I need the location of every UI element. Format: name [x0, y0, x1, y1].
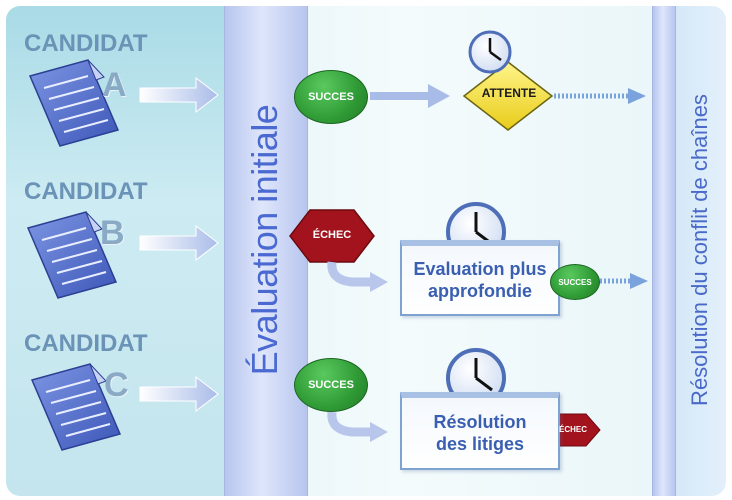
evaluation-approfondie-line-1: Evaluation plus: [413, 259, 547, 279]
document-icon-c: [30, 363, 122, 451]
candidate-b-letter: B: [100, 214, 125, 252]
curved-arrow-b: [327, 261, 388, 292]
echec-label-b: ÉCHEC: [312, 229, 352, 241]
document-icon-b: [26, 211, 118, 299]
resolution-litiges-line-1: Résolution: [433, 412, 527, 432]
attente-diamond: [462, 61, 554, 131]
arrow-c-to-evaluation: [139, 375, 219, 413]
arrow-a-to-evaluation: [139, 76, 219, 114]
candidate-a-label: CANDIDAT: [24, 30, 148, 57]
arrow-b-to-evaluation: [139, 224, 219, 262]
succes-badge-a: SUCCES: [294, 70, 368, 124]
curved-arrow-c: [327, 411, 388, 442]
arrow-succes-to-attente: [370, 84, 450, 108]
succes-badge-b: SUCCES: [550, 264, 600, 300]
resolution-litiges-line-2: des litiges: [435, 434, 525, 454]
evaluation-approfondie-line-2: approfondie: [428, 281, 532, 301]
succes-badge-c: SUCCES: [294, 358, 368, 412]
candidate-b-label: CANDIDAT: [24, 178, 148, 205]
dotted-arrow-b: [600, 273, 648, 289]
candidate-c-letter: C: [104, 366, 129, 404]
initial-evaluation-band: [224, 6, 308, 496]
candidate-c-label: CANDIDAT: [24, 330, 148, 357]
attente-label: ATTENTE: [481, 86, 537, 100]
clock-icon-attente: [468, 30, 512, 74]
chain-conflict-band: [652, 6, 676, 496]
evaluation-approfondie-box: Evaluation plus approfondie: [400, 240, 560, 316]
echec-label-c: ÉCHEC: [558, 425, 587, 434]
echec-hexagon-b: [289, 209, 375, 263]
dotted-arrow-a: [554, 88, 646, 104]
candidate-a-letter: A: [102, 66, 127, 104]
document-icon-a: [28, 59, 120, 147]
resolution-litiges-box: Résolution des litiges: [400, 392, 560, 470]
